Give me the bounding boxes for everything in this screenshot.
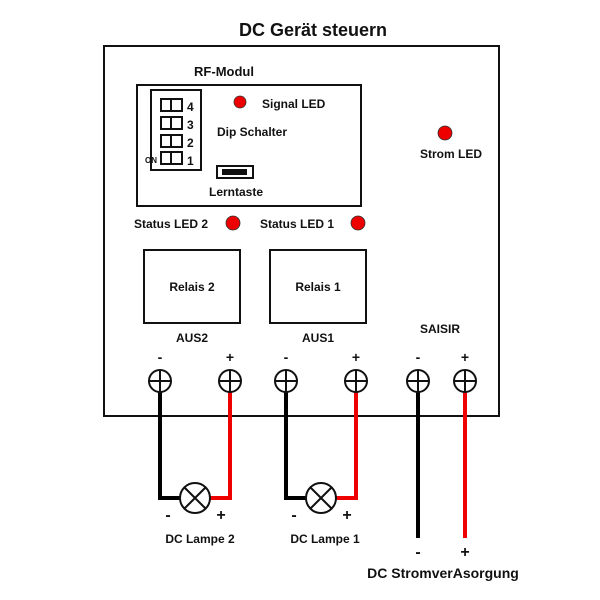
signal-led bbox=[233, 95, 247, 109]
lamp-2-minus: - bbox=[165, 507, 170, 524]
lamp-2-plus: + bbox=[216, 507, 225, 524]
power-supply-label: DC StromverAsorgung bbox=[367, 565, 519, 581]
device-enclosure bbox=[103, 45, 500, 417]
output-2-label: AUS2 bbox=[176, 331, 208, 345]
dip-number-2: 2 bbox=[187, 136, 194, 150]
terminal-polarity-1: - bbox=[158, 349, 163, 365]
dip-switch-4[interactable] bbox=[160, 98, 183, 112]
status-led-1-label: Status LED 1 bbox=[260, 217, 334, 231]
power-led-label: Strom LED bbox=[420, 147, 482, 161]
dip-switch-2[interactable] bbox=[160, 134, 183, 148]
terminal-aus2-positive[interactable] bbox=[218, 369, 242, 393]
status-led-1 bbox=[350, 215, 366, 231]
wire-lamp2-positive bbox=[210, 391, 232, 500]
power-led bbox=[437, 125, 453, 141]
status-led-2-label: Status LED 2 bbox=[134, 217, 208, 231]
terminal-polarity-6: + bbox=[461, 349, 469, 365]
diagram-title: DC Gerät steuern bbox=[239, 20, 387, 40]
signal-led-label: Signal LED bbox=[262, 97, 326, 111]
rf-module-label: RF-Modul bbox=[194, 64, 254, 79]
relay-2 bbox=[143, 249, 241, 324]
terminal-polarity-2: + bbox=[226, 349, 234, 365]
supply-plus: + bbox=[460, 544, 469, 561]
dip-switch-1[interactable] bbox=[160, 151, 183, 165]
rf-module bbox=[136, 84, 362, 207]
supply-minus: - bbox=[415, 544, 420, 561]
terminal-polarity-3: - bbox=[284, 349, 289, 365]
terminal-input-negative[interactable] bbox=[406, 369, 430, 393]
wire-lamp1-negative bbox=[284, 391, 306, 500]
lamp-1-plus: + bbox=[342, 507, 351, 524]
output-1-label: AUS1 bbox=[302, 331, 334, 345]
wire-lamp1-positive bbox=[336, 391, 358, 500]
terminal-input-positive[interactable] bbox=[453, 369, 477, 393]
lamp-1-minus: - bbox=[291, 507, 296, 524]
input-label: SAISIR bbox=[420, 322, 460, 336]
relay-1 bbox=[269, 249, 367, 324]
dip-switch-3[interactable] bbox=[160, 116, 183, 130]
terminal-aus1-negative[interactable] bbox=[274, 369, 298, 393]
terminal-aus2-negative[interactable] bbox=[148, 369, 172, 393]
lamp-1-label: DC Lampe 1 bbox=[290, 532, 360, 546]
relay-1-label: Relais 1 bbox=[295, 280, 341, 294]
learn-button[interactable] bbox=[216, 165, 254, 179]
dip-switch: 4 3 2 1 ON bbox=[145, 89, 202, 171]
dip-on-label: ON bbox=[145, 156, 157, 165]
relay-2-label: Relais 2 bbox=[169, 280, 215, 294]
terminal-aus1-positive[interactable] bbox=[344, 369, 368, 393]
dip-switch-housing bbox=[150, 89, 202, 171]
lamp-2-label: DC Lampe 2 bbox=[165, 532, 235, 546]
terminal-polarity-5: - bbox=[416, 349, 421, 365]
terminal-polarity-4: + bbox=[352, 349, 360, 365]
dip-switch-label: Dip Schalter bbox=[217, 125, 287, 139]
dip-number-4: 4 bbox=[187, 100, 194, 114]
lamp-1-icon bbox=[305, 482, 337, 514]
learn-button-label: Lerntaste bbox=[209, 185, 263, 199]
status-led-2 bbox=[225, 215, 241, 231]
wire-lamp2-negative bbox=[158, 391, 180, 500]
dip-number-1: 1 bbox=[187, 154, 194, 168]
dip-number-3: 3 bbox=[187, 118, 194, 132]
lamp-2-icon bbox=[179, 482, 211, 514]
